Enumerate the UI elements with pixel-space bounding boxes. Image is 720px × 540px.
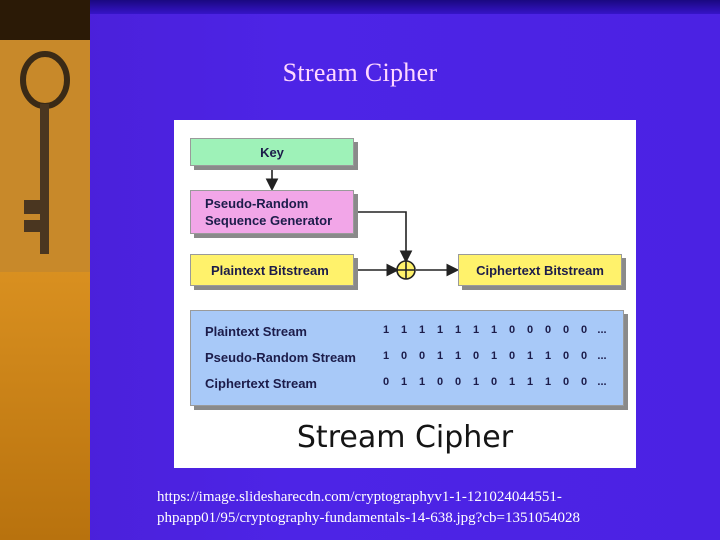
bit-cell: 1 [395, 376, 413, 388]
key-box: Key [190, 138, 354, 166]
bit-cell: 0 [575, 324, 593, 336]
bit-cell: 1 [521, 376, 539, 388]
image-source-caption: https://image.slidesharecdn.com/cryptogr… [157, 487, 697, 529]
bit-cell: 1 [413, 324, 431, 336]
bit-cell: 0 [395, 350, 413, 362]
bit-cell: 1 [377, 350, 395, 362]
prng-label-line1: Pseudo-Random [205, 195, 353, 212]
bit-cell: 0 [377, 376, 395, 388]
bit-cell: ... [593, 376, 611, 388]
bit-cell: 1 [449, 324, 467, 336]
bit-cell: 0 [539, 324, 557, 336]
plaintext-bitstream-box: Plaintext Bitstream [190, 254, 354, 286]
bit-cell: 1 [467, 376, 485, 388]
bit-cell: 1 [395, 324, 413, 336]
caption-line-1: https://image.slidesharecdn.com/cryptogr… [157, 487, 697, 508]
bit-cell: 1 [485, 350, 503, 362]
bit-cell: 1 [521, 350, 539, 362]
bit-cell: 0 [485, 376, 503, 388]
top-shadow-bar [90, 0, 720, 14]
bit-cell: ... [593, 324, 611, 336]
plaintext-bitstream-label: Plaintext Bitstream [211, 263, 329, 278]
bit-cell: 0 [575, 376, 593, 388]
bit-cell: 1 [431, 324, 449, 336]
bit-cell: 1 [431, 350, 449, 362]
bit-cell: 0 [467, 350, 485, 362]
prng-label-line2: Sequence Generator [205, 212, 353, 229]
row-label: Ciphertext Stream [205, 376, 317, 391]
bit-cell: 0 [413, 350, 431, 362]
row-label: Plaintext Stream [205, 324, 307, 339]
bit-cell: 0 [521, 324, 539, 336]
row-label: Pseudo-Random Stream [205, 350, 356, 365]
key-label: Key [260, 145, 284, 160]
bit-cell: 0 [431, 376, 449, 388]
stream-cipher-diagram: Key Pseudo-Random Sequence Generator Pla… [174, 120, 636, 468]
bit-cell: 1 [485, 324, 503, 336]
bit-cell: 1 [413, 376, 431, 388]
bit-cell: ... [593, 350, 611, 362]
bit-cell: 0 [557, 324, 575, 336]
bit-cell: 1 [539, 350, 557, 362]
ciphertext-bitstream-label: Ciphertext Bitstream [476, 263, 604, 278]
bit-cell: 0 [575, 350, 593, 362]
bit-cell: 0 [503, 350, 521, 362]
side-dark-band [0, 0, 90, 40]
bit-cell: 0 [449, 376, 467, 388]
bit-cell: 1 [539, 376, 557, 388]
diagram-arrows [174, 120, 636, 468]
bit-cell: 1 [503, 376, 521, 388]
bit-cell: 1 [377, 324, 395, 336]
bit-cell: 0 [557, 376, 575, 388]
slide-title: Stream Cipher [0, 58, 720, 88]
bit-cell: 0 [557, 350, 575, 362]
bit-cell: 1 [449, 350, 467, 362]
caption-line-2: phpapp01/95/cryptography-fundamentals-14… [157, 508, 697, 529]
bit-cell: 1 [467, 324, 485, 336]
diagram-big-title: Stream Cipher [174, 420, 636, 455]
prng-box: Pseudo-Random Sequence Generator [190, 190, 354, 234]
ciphertext-bitstream-box: Ciphertext Bitstream [458, 254, 622, 286]
bit-cell: 0 [503, 324, 521, 336]
